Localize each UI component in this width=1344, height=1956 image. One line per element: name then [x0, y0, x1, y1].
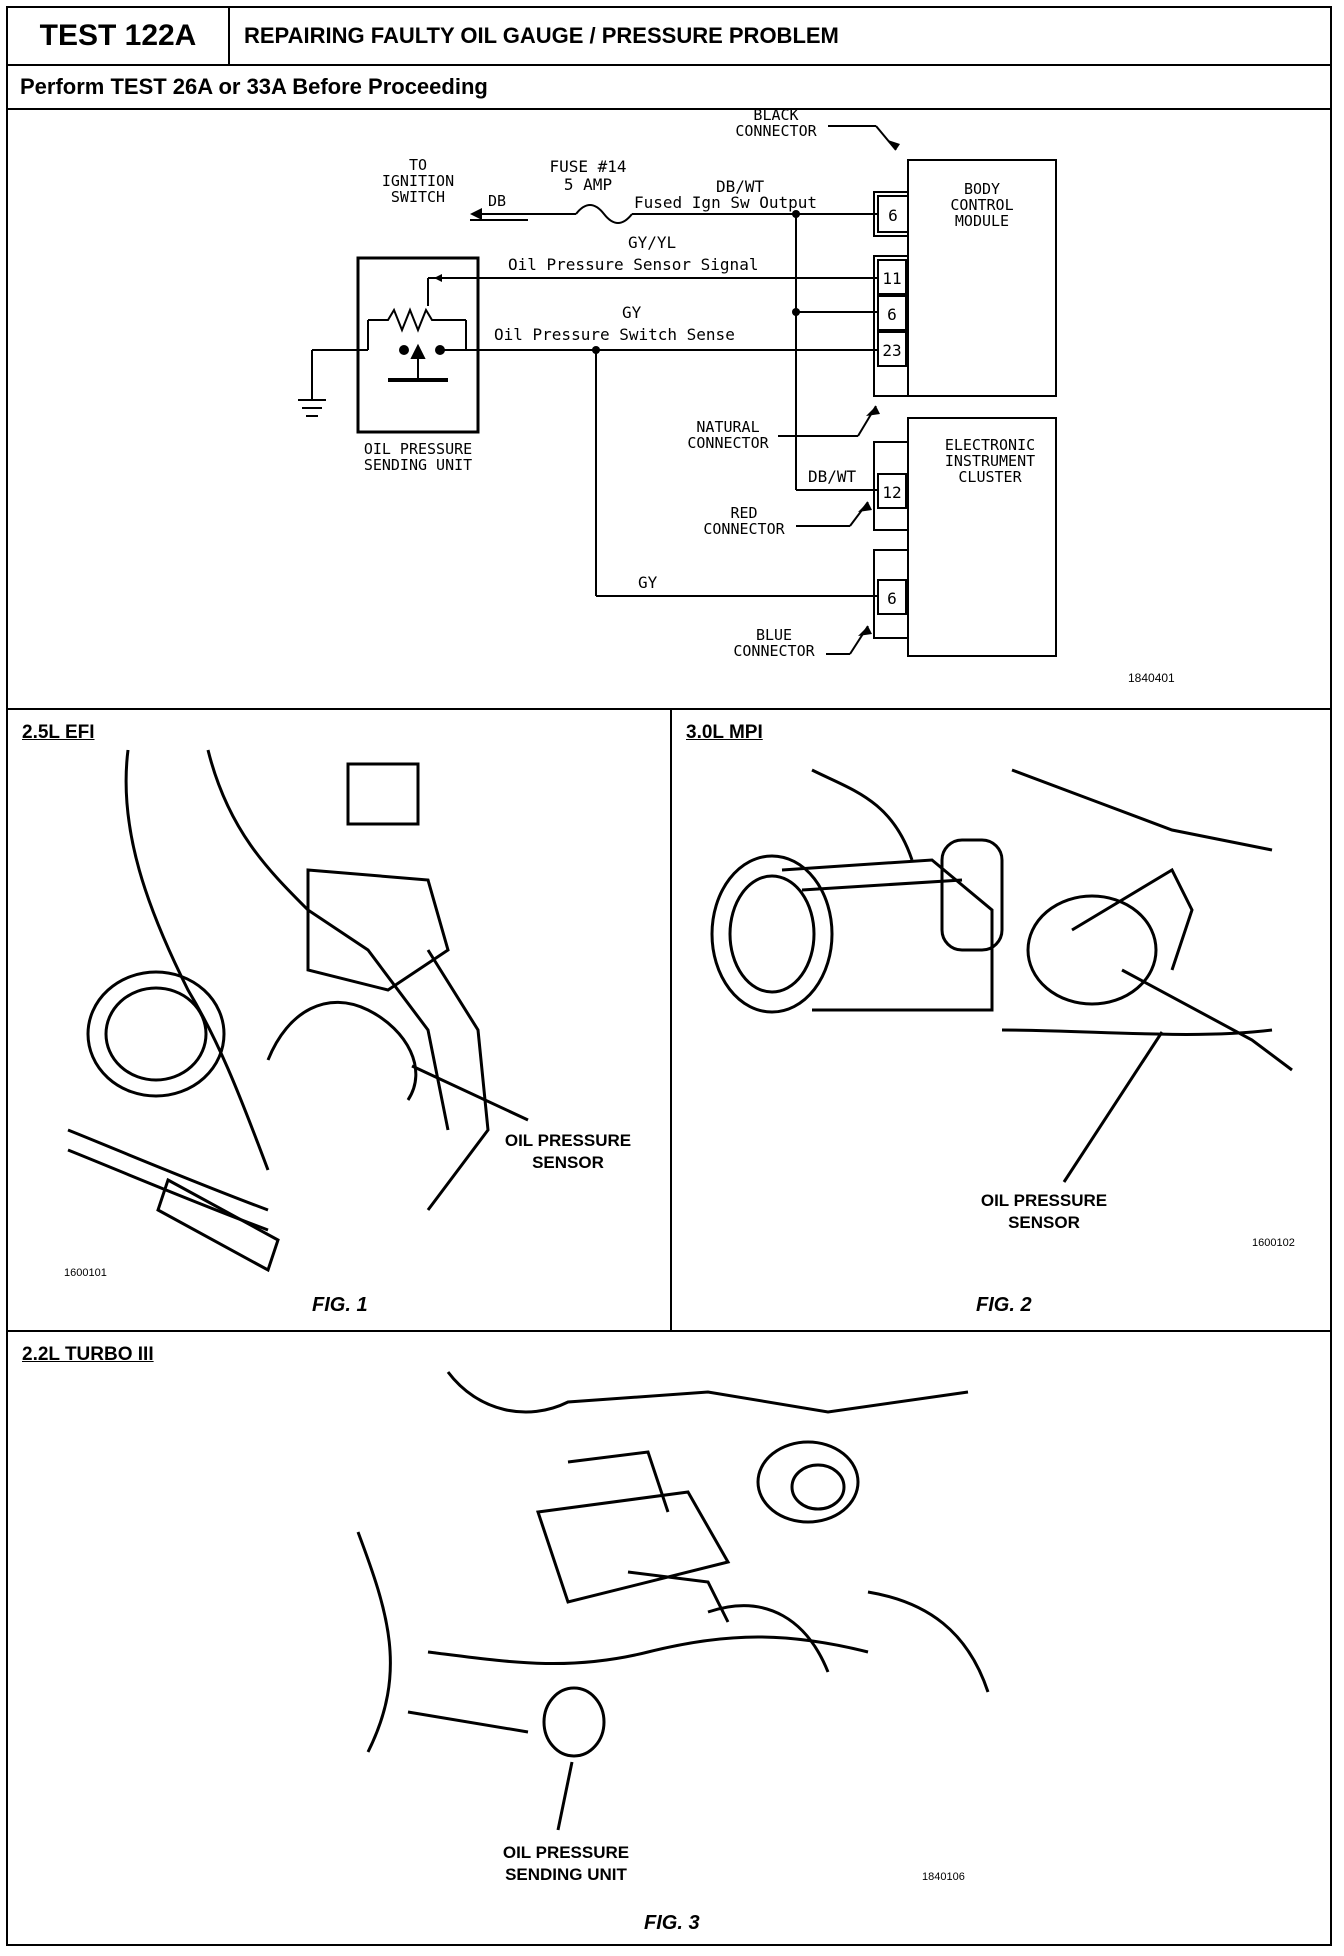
fig2-engine-illustration: OIL PRESSURE SENSOR 1600102 [710, 768, 1295, 1249]
blue-connector-label-1: BLUE [756, 626, 792, 644]
fig3-engine-label: 2.2L TURBO III [22, 1344, 154, 1365]
engine-figures-section: 2.5L EFI OIL PRESSURE SENSOR [8, 710, 1330, 1332]
wire-dbwt2-label: DB/WT [808, 467, 857, 486]
prerequisite-note: Perform TEST 26A or 33A Before Proceedin… [8, 66, 1330, 110]
fig2-panel: 3.0L MPI OIL PRESSURE SENSOR [672, 710, 1330, 1330]
fig2-caption: FIG. 2 [976, 1294, 1032, 1316]
test-id: TEST 122A [8, 8, 230, 64]
cluster-label-1: ELECTRONIC [945, 436, 1035, 454]
red-connector-label-1: RED [730, 504, 757, 522]
pin-6b: 6 [887, 305, 897, 324]
wire-gy-label: GY [622, 303, 642, 322]
black-connector-label-1: BLACK [753, 110, 798, 124]
fig1-engine-label: 2.5L EFI [22, 722, 95, 743]
fig2-engine-label: 3.0L MPI [686, 722, 763, 743]
natural-connector-label-2: CONNECTOR [687, 434, 769, 452]
blue-connector-label-2: CONNECTOR [733, 642, 815, 660]
fig1-callout-line2: SENSOR [532, 1153, 604, 1172]
to-ignition-label-1: TO [409, 156, 427, 174]
wiring-schematic-section: TO IGNITION SWITCH DB FUSE #14 5 AMP DB/… [8, 106, 1330, 710]
bcm-label-1: BODY [964, 180, 1000, 198]
fig1-callout-line1: OIL PRESSURE [505, 1131, 631, 1150]
wire-db-label: DB [488, 192, 506, 210]
sending-unit-box [356, 256, 480, 434]
sending-unit-label-1: OIL PRESSURE [364, 440, 472, 458]
bcm-label-2: CONTROL [950, 196, 1013, 214]
cluster-label-2: INSTRUMENT [945, 452, 1035, 470]
fused-ign-output-label: Fused Ign Sw Output [634, 193, 817, 212]
bcm-label-3: MODULE [955, 212, 1009, 230]
fig1-panel: 2.5L EFI OIL PRESSURE SENSOR [8, 710, 672, 1330]
fig1-image-number: 1600101 [64, 1267, 107, 1279]
bcm-connector-body [873, 255, 909, 397]
document-title: REPAIRING FAULTY OIL GAUGE / PRESSURE PR… [244, 23, 839, 48]
switch-sense-label: Oil Pressure Switch Sense [494, 325, 735, 344]
pin-6c: 6 [887, 589, 897, 608]
fig3-callout-line2: SENDING UNIT [505, 1865, 627, 1884]
wire-gyyl-label: GY/YL [628, 233, 676, 252]
fig2-callout-line2: SENSOR [1008, 1213, 1080, 1232]
fig3-caption: FIG. 3 [644, 1912, 700, 1934]
sensor-signal-label: Oil Pressure Sensor Signal [508, 255, 758, 274]
fig3-image-number: 1840106 [922, 1871, 965, 1883]
pin-6a: 6 [888, 206, 898, 225]
cluster-label-3: CLUSTER [958, 468, 1022, 486]
fig2-image-number: 1600102 [1252, 1237, 1295, 1249]
fig3-callout-line1: OIL PRESSURE [503, 1843, 629, 1862]
fuse-label-1: FUSE #14 [549, 157, 626, 176]
red-connector-label-2: CONNECTOR [703, 520, 785, 538]
black-connector-label-2: CONNECTOR [735, 122, 817, 140]
to-ignition-label-3: SWITCH [391, 188, 445, 206]
fig1-engine-illustration: OIL PRESSURE SENSOR 1600101 [64, 749, 631, 1279]
fig3-engine-illustration: OIL PRESSURE SENDING UNIT 1840106 [345, 1357, 1011, 1884]
pin-11: 11 [882, 269, 901, 288]
natural-connector-label-1: NATURAL [696, 418, 759, 436]
wire-gy2-label: GY [638, 573, 658, 592]
schematic-figure-number: 1840401 [1128, 671, 1175, 685]
wire-dbwt-label: DB/WT [716, 177, 765, 196]
fig1-caption: FIG. 1 [312, 1294, 368, 1316]
fuse-label-2: 5 AMP [564, 175, 612, 194]
cluster-box [907, 417, 1057, 657]
to-ignition-label-2: IGNITION [382, 172, 454, 190]
pin-12: 12 [882, 483, 901, 502]
fig2-callout-line1: OIL PRESSURE [981, 1191, 1107, 1210]
pin-23: 23 [882, 341, 901, 360]
fig3-panel: 2.2L TURBO III OIL PRESSURE SENDING UNIT [8, 1332, 1330, 1944]
header-row: TEST 122A REPAIRING FAULTY OIL GAUGE / P… [8, 8, 1330, 66]
wiring-schematic: TO IGNITION SWITCH DB FUSE #14 5 AMP DB/… [298, 106, 1175, 685]
document-page: TEST 122A REPAIRING FAULTY OIL GAUGE / P… [6, 6, 1332, 1946]
sending-unit-label-2: SENDING UNIT [364, 456, 472, 474]
